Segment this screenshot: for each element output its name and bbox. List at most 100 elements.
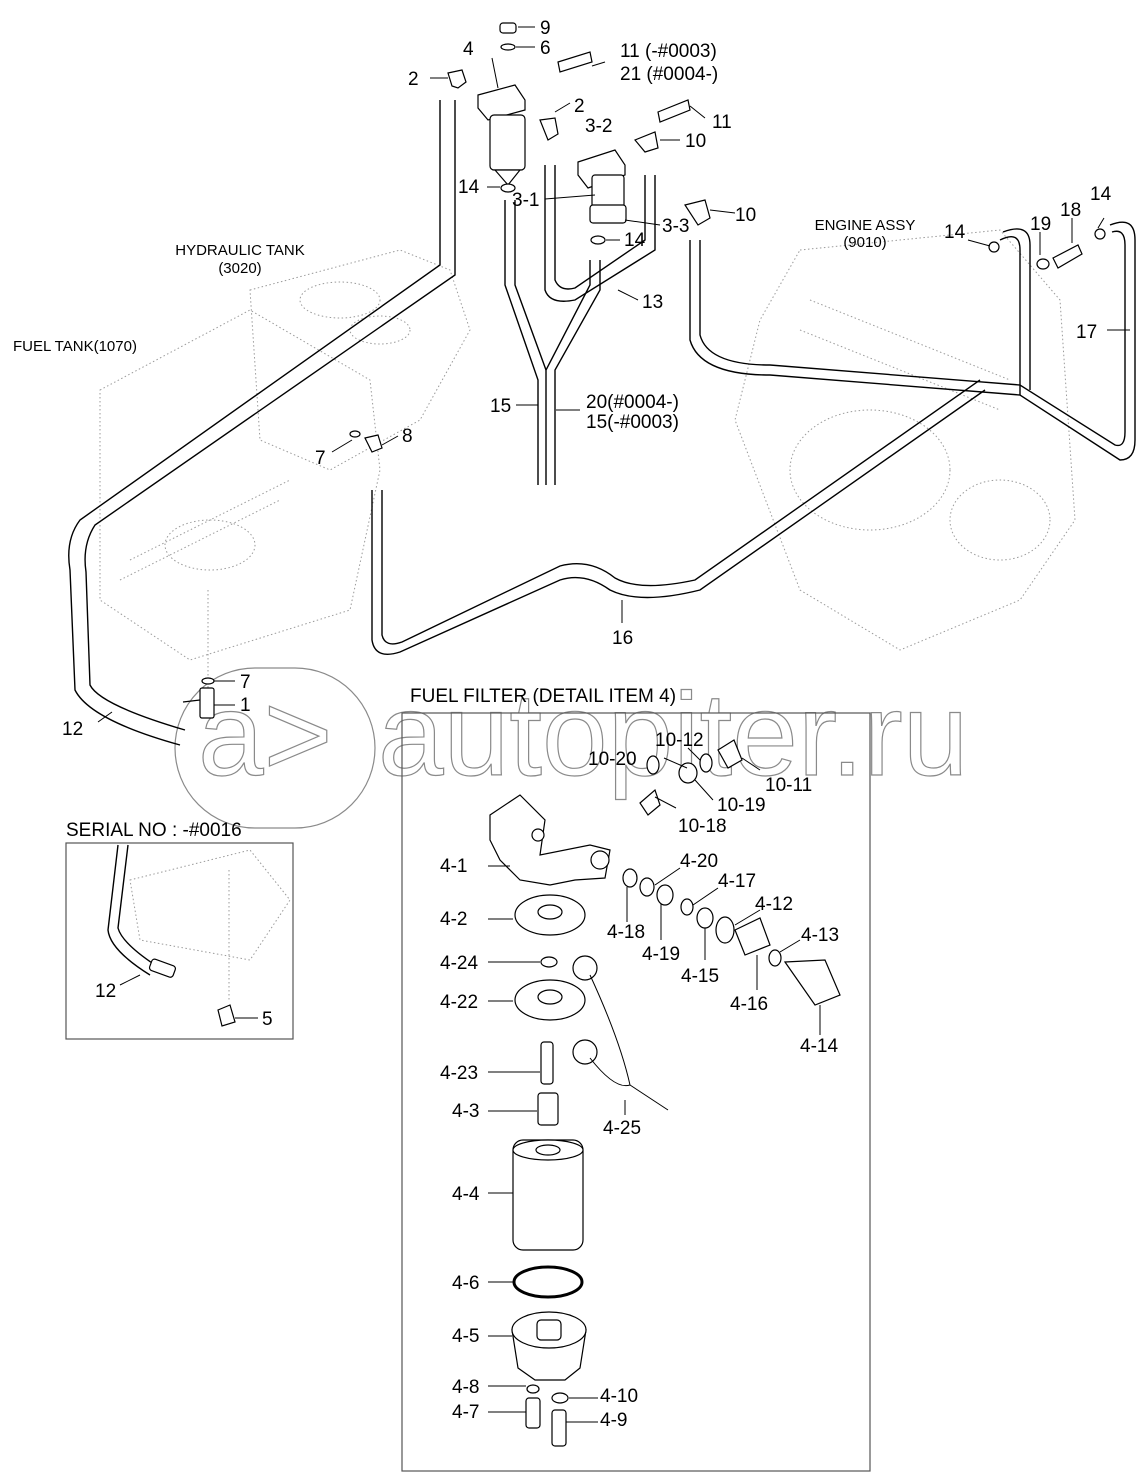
washer-19 bbox=[1036, 258, 1050, 270]
clamp-14a bbox=[500, 183, 516, 193]
valve-1 bbox=[199, 687, 215, 719]
callout-7b: 7 bbox=[240, 672, 251, 693]
callout-16: 16 bbox=[612, 628, 633, 649]
hydraulic-tank-ghost bbox=[249, 249, 471, 471]
callout-15: 15 bbox=[490, 396, 511, 417]
callout-8: 8 bbox=[402, 426, 413, 447]
watermark-logo-glyph: a> bbox=[198, 669, 333, 801]
detail-callout-4-5: 4-5 bbox=[452, 1326, 479, 1347]
callout-14c: 14 bbox=[944, 222, 966, 243]
callout-21-range: 21 (#0004-) bbox=[620, 64, 718, 85]
callout-14d: 14 bbox=[1090, 184, 1112, 205]
callout-17: 17 bbox=[1076, 322, 1097, 343]
fuel-filter-4 bbox=[477, 84, 526, 186]
callout-2b: 2 bbox=[574, 96, 585, 117]
callout-10a: 10 bbox=[685, 131, 706, 152]
nut-4-15 bbox=[696, 907, 714, 929]
detail-callout-4-25: 4-25 bbox=[603, 1118, 641, 1139]
plug-10-11 bbox=[717, 739, 743, 769]
callout-3-2: 3-2 bbox=[585, 116, 612, 137]
filter-head-4-1 bbox=[489, 794, 611, 886]
detail-callout-4-9: 4-9 bbox=[600, 1410, 627, 1431]
o-ring-4-6 bbox=[512, 1265, 584, 1299]
o-ring-4-8 bbox=[526, 1384, 540, 1394]
detail-callout-4-22: 4-22 bbox=[440, 992, 478, 1013]
o-ring-4-17 bbox=[680, 898, 694, 916]
elbow-2a bbox=[447, 69, 467, 89]
o-ring-7a bbox=[349, 430, 361, 438]
pipe-13 bbox=[544, 165, 656, 302]
detail-callout-10-18: 10-18 bbox=[678, 816, 727, 837]
detail-callout-10-12: 10-12 bbox=[655, 730, 704, 751]
serial-inset-title: SERIAL NO : -#0016 bbox=[66, 820, 242, 841]
engine-assy-code: (9010) bbox=[843, 234, 886, 251]
seal-4-24 bbox=[540, 956, 558, 968]
callout-1: 1 bbox=[240, 695, 251, 716]
pipe-17 bbox=[689, 221, 1136, 461]
pipe-15 bbox=[504, 200, 539, 485]
elbow-10a bbox=[634, 131, 659, 153]
hydraulic-tank-name: HYDRAULIC TANK bbox=[175, 242, 304, 259]
elbow-8 bbox=[364, 434, 383, 453]
callout-19: 19 bbox=[1030, 214, 1051, 235]
hydraulic-tank-code: (3020) bbox=[218, 260, 261, 277]
elbow-10b bbox=[684, 199, 711, 226]
engine-assy-name: ENGINE ASSY bbox=[815, 217, 916, 234]
o-ring-6 bbox=[500, 43, 516, 51]
callout-2a: 2 bbox=[408, 69, 419, 90]
assembly-captions: HYDRAULIC TANK (3020) FUEL TANK(1070) EN… bbox=[13, 217, 915, 355]
detail-callout-10-11: 10-11 bbox=[765, 775, 812, 796]
sensor-4-7 bbox=[525, 1397, 541, 1429]
bolt-11 bbox=[657, 99, 691, 123]
o-ring-4-12 bbox=[715, 916, 735, 944]
fuel-tank-name: FUEL TANK(1070) bbox=[13, 338, 137, 355]
pipe-16 bbox=[371, 389, 986, 655]
inset-callout-12: 12 bbox=[95, 981, 116, 1002]
detail-callout-4-20: 4-20 bbox=[680, 851, 718, 872]
detail-frame bbox=[401, 712, 871, 1472]
callout-13: 13 bbox=[642, 292, 663, 313]
nipple-4-3 bbox=[537, 1092, 559, 1126]
clamp-14d bbox=[1094, 228, 1106, 240]
callout-6: 6 bbox=[540, 38, 551, 59]
plate-4-19 bbox=[656, 884, 674, 906]
detail-callout-4-3: 4-3 bbox=[452, 1101, 479, 1122]
nipple-4-23 bbox=[540, 1041, 554, 1085]
callout-12: 12 bbox=[62, 719, 83, 740]
detail-callout-4-18: 4-18 bbox=[607, 922, 645, 943]
callout-11-range: 11 (-#0003) bbox=[620, 41, 717, 62]
detail-callout-4-12: 4-12 bbox=[755, 894, 793, 915]
o-ring-7b bbox=[201, 677, 215, 685]
callout-7a: 7 bbox=[315, 448, 326, 469]
detail-callout-4-7: 4-7 bbox=[452, 1402, 479, 1423]
callout-14a: 14 bbox=[458, 177, 480, 198]
detail-callout-4-8: 4-8 bbox=[452, 1377, 479, 1398]
serial-inset-frame bbox=[65, 842, 294, 1040]
diaphragm-10-18 bbox=[639, 788, 661, 816]
clamp-14c bbox=[988, 241, 1000, 253]
callout-10b: 10 bbox=[735, 205, 756, 226]
callout-18: 18 bbox=[1060, 200, 1081, 221]
detail-callout-4-14: 4-14 bbox=[800, 1036, 838, 1057]
callout-14b: 14 bbox=[624, 230, 646, 251]
detail-callout-10-20: 10-20 bbox=[588, 749, 637, 770]
leader-lines bbox=[97, 26, 1130, 723]
o-ring-10-20 bbox=[646, 755, 660, 775]
callout-3-1: 3-1 bbox=[512, 190, 539, 211]
fuel-tank-ghost bbox=[99, 309, 381, 690]
detail-callout-4-16: 4-16 bbox=[730, 994, 768, 1015]
detail-callout-10-19: 10-19 bbox=[717, 795, 766, 816]
callout-20-range: 20(#0004-) bbox=[586, 392, 679, 413]
part-callouts: 9 6 4 2 11 (-#0003) 21 (#0004-) 2 3-2 11… bbox=[62, 18, 1112, 740]
detail-callout-4-1: 4-1 bbox=[440, 856, 467, 877]
detail-callout-4-23: 4-23 bbox=[440, 1063, 478, 1084]
connector-18 bbox=[1052, 244, 1083, 269]
plug-9 bbox=[499, 22, 517, 34]
sleeve-4-16 bbox=[734, 917, 771, 956]
callout-11: 11 bbox=[712, 112, 732, 133]
detail-callout-4-2: 4-2 bbox=[440, 909, 467, 930]
elbow-5 bbox=[217, 1004, 236, 1027]
callout-9: 9 bbox=[540, 18, 551, 39]
engine-ghost bbox=[734, 229, 1076, 651]
